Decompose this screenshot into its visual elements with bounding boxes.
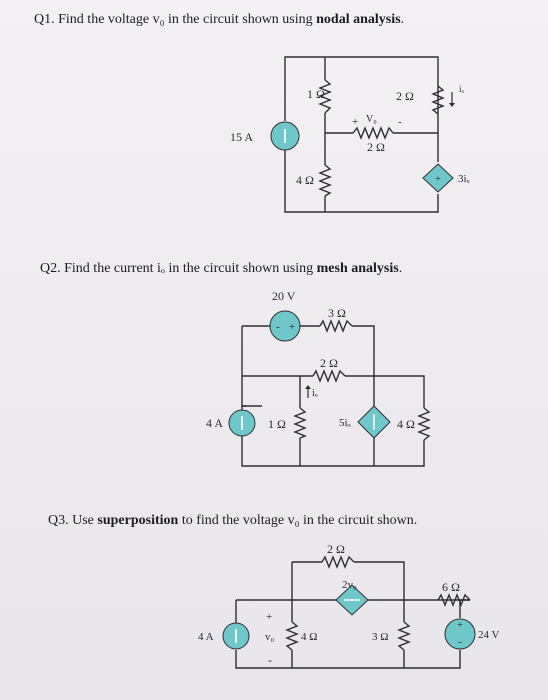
- c3-r2-label: 6 Ω: [442, 580, 460, 594]
- q3-method: superposition: [97, 513, 179, 528]
- c2-r1-label: 3 Ω: [328, 306, 346, 320]
- q1-method: nodal analysis: [316, 12, 401, 27]
- c2-vs-label: 20 V: [272, 289, 296, 303]
- c2-dep-label: 5iₒ: [339, 417, 351, 429]
- c1-vo-plus: +: [352, 116, 358, 128]
- svg-text:+: +: [289, 321, 295, 333]
- c2-io-label: iₒ: [312, 388, 318, 399]
- c3-vo-minus: -: [268, 653, 272, 667]
- q2-end: .: [398, 261, 403, 276]
- c1-r1-label: 1 Ω: [307, 87, 325, 101]
- c1-vo-minus: -: [398, 116, 402, 128]
- q3-number: Q3.: [48, 513, 69, 528]
- dependent-current-source-3ix: [422, 163, 454, 193]
- c1-dep-label: 3iₓ: [458, 173, 471, 185]
- q2-number: Q2.: [40, 261, 61, 276]
- voltage-source-24v: [444, 618, 476, 650]
- question-1: Q1. Find the voltage v₀ in the circuit s…: [34, 12, 404, 28]
- c2-r2-label: 2 Ω: [320, 356, 338, 370]
- c1-ix-label: iₓ: [459, 84, 465, 94]
- c3-dep-label: 2v₀: [342, 579, 357, 591]
- c1-r2-label: 2 Ω: [396, 89, 414, 103]
- q2-method: mesh analysis: [316, 261, 399, 276]
- question-2: Q2. Find the current iₒ in the circuit s…: [40, 261, 402, 277]
- c2-r4-label: 4 Ω: [397, 417, 415, 431]
- q1-text: Find the voltage v₀ in the circuit shown…: [58, 12, 313, 27]
- svg-text:+: +: [457, 620, 463, 631]
- q1-end: .: [400, 12, 405, 27]
- c3-source-label: 4 A: [198, 631, 214, 643]
- c3-vo-plus: +: [266, 611, 272, 623]
- q3-text-pre: Use: [72, 513, 94, 528]
- c3-r1-label: 2 Ω: [327, 542, 345, 556]
- c1-r3-label: 2 Ω: [367, 140, 385, 154]
- c2-source-label: 4 A: [206, 416, 223, 430]
- c2-r3-label: 1 Ω: [268, 417, 286, 431]
- svg-text:-: -: [458, 636, 462, 648]
- svg-text:-: -: [276, 321, 280, 333]
- c3-vs-label: 24 V: [478, 629, 500, 641]
- q2-text: Find the current iₒ in the circuit shown…: [64, 261, 314, 276]
- c1-r4-label: 4 Ω: [296, 173, 314, 187]
- q1-number: Q1.: [34, 12, 55, 27]
- voltage-source-20v: [269, 310, 301, 342]
- c1-vo-label: V₀: [366, 114, 377, 125]
- c3-r3-label: 4 Ω: [301, 631, 317, 643]
- c3-vo-label: v₀: [265, 631, 275, 643]
- svg-text:+: +: [435, 174, 441, 185]
- q3-text-post: to find the voltage v₀ in the circuit sh…: [181, 513, 418, 528]
- c1-source-label: 15 A: [230, 130, 253, 144]
- c3-r4-label: 3 Ω: [372, 631, 388, 643]
- question-3: Q3. Use superposition to find the voltag…: [48, 513, 417, 529]
